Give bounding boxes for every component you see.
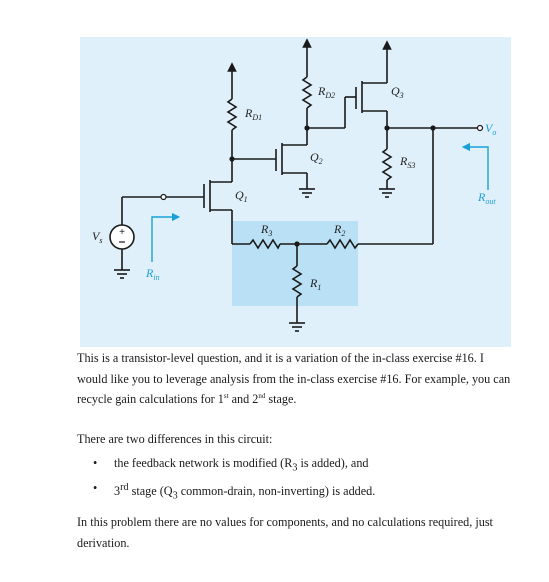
feedback-network-box — [232, 221, 358, 306]
voltage-source-vs — [109, 224, 135, 250]
label-q1: Q1 — [235, 188, 248, 204]
label-r2: R2 — [333, 222, 345, 238]
label-rin: Rin — [145, 266, 160, 282]
label-rout: Rout — [477, 190, 496, 206]
resistor-r2 — [326, 238, 359, 250]
output-terminal — [476, 124, 484, 132]
label-r3: R3 — [260, 222, 272, 238]
label-vo: Vo — [485, 121, 496, 137]
resistor-rd2 — [301, 76, 313, 109]
circuit-diagram: + RD1 RD2 RS3 Q1 Q2 Q3 R3 R2 R1 Vs Vo Ri… — [80, 37, 511, 347]
intro-paragraph: This is a transistor-level question, and… — [77, 351, 511, 406]
label-rd2: RD2 — [317, 84, 335, 100]
resistor-r3 — [249, 238, 281, 250]
label-q2: Q2 — [310, 150, 323, 166]
resistor-rs3 — [381, 148, 393, 181]
ground-vs — [114, 269, 130, 279]
rin-arrow — [151, 212, 181, 262]
closing-paragraph: In this problem there are no values for … — [77, 515, 493, 550]
input-terminal — [160, 193, 167, 201]
ground-r1 — [289, 322, 305, 332]
resistor-r1 — [291, 265, 303, 298]
label-rd1: RD1 — [244, 106, 262, 122]
label-r1: R1 — [309, 276, 321, 292]
ground-q2 — [299, 188, 315, 198]
vs-plus-sign: + — [119, 227, 125, 238]
ground-rs3 — [379, 188, 395, 198]
differences-list: the feedback network is modified (R3 is … — [77, 453, 517, 507]
differences-intro: There are two differences in this circui… — [77, 432, 273, 446]
rout-arrow — [461, 142, 489, 190]
junction-dots — [229, 125, 436, 247]
list-item: the feedback network is modified (R3 is … — [77, 453, 517, 478]
label-vs: Vs — [92, 229, 102, 245]
resistor-rd1 — [226, 98, 238, 131]
label-q3: Q3 — [391, 84, 404, 100]
label-rs3: RS3 — [399, 154, 415, 170]
list-item: 3rd stage (Q3 common-drain, non-invertin… — [77, 478, 517, 507]
